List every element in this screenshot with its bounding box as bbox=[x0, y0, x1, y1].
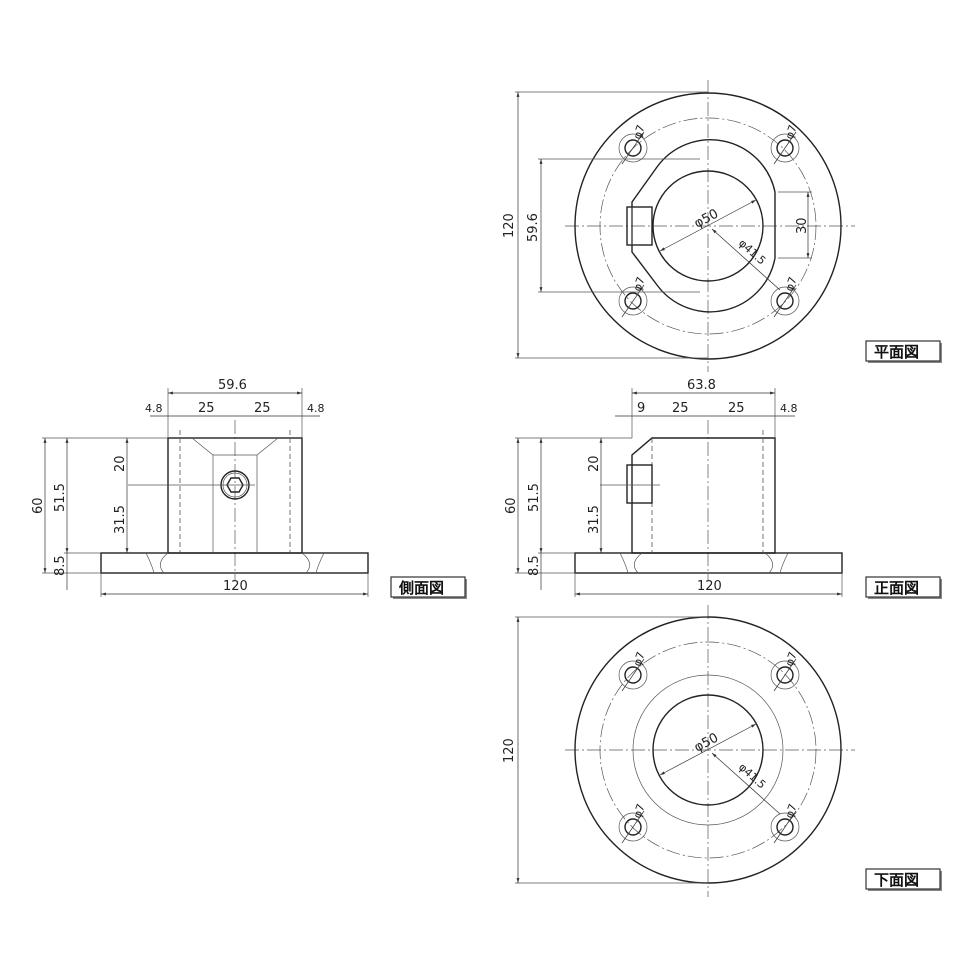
side-screw-top-dim: 20 bbox=[113, 455, 128, 472]
side-right-offset-dim: 4.8 bbox=[307, 402, 325, 415]
side-base-width-dim: 120 bbox=[223, 579, 248, 594]
svg-text:平面図: 平面図 bbox=[874, 343, 919, 361]
hole-dim: φ7 bbox=[631, 275, 648, 293]
hole-dim: φ7 bbox=[631, 650, 648, 668]
bottom-view-label: 下面図 bbox=[865, 868, 942, 891]
bottom-view: φ7 φ7 φ7 φ7 φ50 φ41.5 120 bbox=[502, 605, 855, 897]
side-height-dim: 60 bbox=[31, 497, 46, 514]
front-body-height-dim: 51.5 bbox=[527, 483, 542, 512]
side-width-dim: 59.6 bbox=[218, 378, 247, 393]
side-body-height-dim: 51.5 bbox=[53, 483, 68, 512]
flat-width-dim: 30 bbox=[795, 217, 810, 234]
side-screw-height-dim: 31.5 bbox=[113, 505, 128, 534]
front-half-right-dim: 25 bbox=[728, 401, 745, 416]
mount-holes bbox=[618, 133, 800, 316]
side-half-left-dim: 25 bbox=[198, 401, 215, 416]
front-base-dim: 8.5 bbox=[527, 555, 542, 576]
side-view: 59.6 4.8 25 25 4.8 60 51.5 8.5 20 31.5 1… bbox=[31, 378, 369, 597]
front-half-left-dim: 25 bbox=[672, 401, 689, 416]
hole-dim: φ7 bbox=[631, 802, 648, 820]
hole-dim: φ7 bbox=[783, 802, 800, 820]
svg-text:側面図: 側面図 bbox=[398, 579, 444, 597]
front-left-offset-dim: 9 bbox=[637, 401, 645, 416]
front-width-dim: 63.8 bbox=[687, 378, 716, 393]
front-screw-top-dim: 20 bbox=[587, 455, 602, 472]
svg-text:下面図: 下面図 bbox=[874, 871, 919, 889]
front-view: 63.8 9 25 25 4.8 60 51.5 8.5 20 31.5 120 bbox=[504, 378, 843, 597]
side-view-label: 側面図 bbox=[390, 576, 467, 599]
svg-text:正面図: 正面図 bbox=[874, 579, 919, 597]
plan-view: φ7 φ7 φ7 φ7 φ50 φ41.5 120 59.6 30 bbox=[502, 80, 855, 372]
mount-holes bbox=[618, 660, 800, 842]
front-height-dim: 60 bbox=[504, 497, 519, 514]
front-base-width-dim: 120 bbox=[697, 579, 722, 594]
side-base-dim: 8.5 bbox=[53, 555, 68, 576]
hole-dim: φ7 bbox=[783, 275, 800, 293]
plan-dia-dim: 120 bbox=[502, 213, 517, 238]
plan-view-label: 平面図 bbox=[865, 340, 942, 363]
front-view-label: 正面図 bbox=[865, 576, 942, 599]
bore-inner-dim: φ41.5 bbox=[736, 237, 768, 268]
front-right-offset-dim: 4.8 bbox=[780, 402, 798, 415]
hole-dim: φ7 bbox=[783, 123, 800, 141]
boss-width-dim: 59.6 bbox=[526, 213, 541, 242]
bore-outer-dim: φ50 bbox=[692, 206, 721, 231]
hole-dim: φ7 bbox=[631, 123, 648, 141]
hole-dim: φ7 bbox=[783, 650, 800, 668]
front-screw-height-dim: 31.5 bbox=[587, 505, 602, 534]
side-half-right-dim: 25 bbox=[254, 401, 271, 416]
side-left-offset-dim: 4.8 bbox=[145, 402, 163, 415]
bore-outer-dim: φ50 bbox=[692, 730, 721, 755]
bore-inner-dim: φ41.5 bbox=[736, 761, 768, 792]
bottom-dia-dim: 120 bbox=[502, 738, 517, 763]
